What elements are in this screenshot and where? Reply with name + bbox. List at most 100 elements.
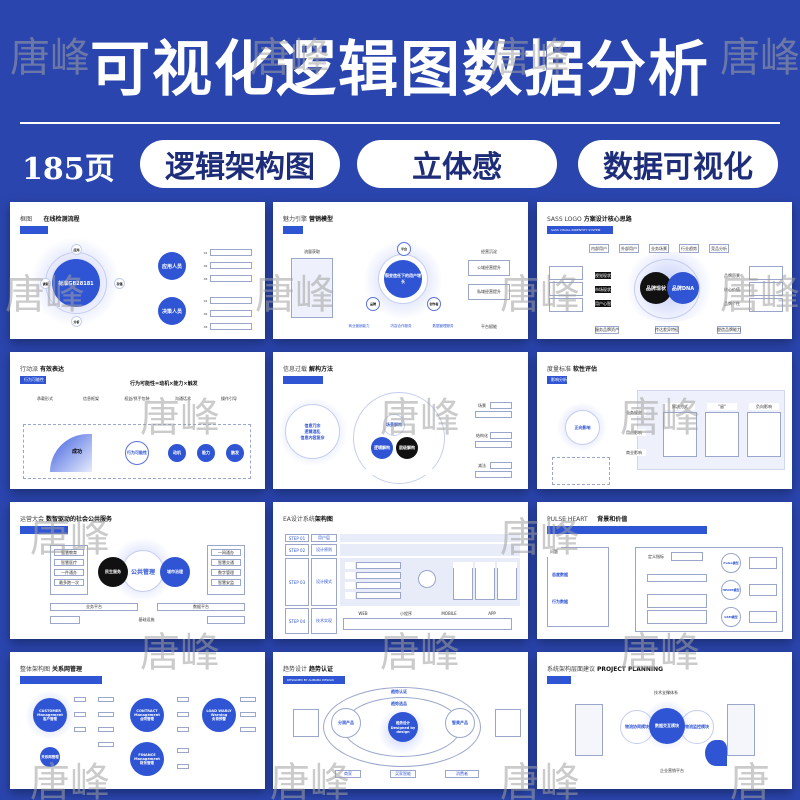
diagram-element: 场景	[475, 402, 489, 409]
diagram-element	[383, 397, 413, 403]
diagram-element: 内部用户	[589, 244, 609, 253]
diagram-element	[210, 310, 252, 317]
diagram-element	[210, 275, 252, 282]
diagram-element: 度量标准	[547, 366, 572, 373]
diagram-element	[747, 412, 781, 457]
diagram-element: 解构方法	[308, 366, 333, 373]
diagram-element	[647, 594, 707, 608]
diagram-element	[210, 297, 252, 304]
slide-preview-deconstruction[interactable]: 信息过载 解构方法 信息冗余逻辑混乱信息内容复杂 场景解构 逻辑解构 层级解构 …	[273, 352, 528, 489]
diagram-element	[98, 742, 114, 747]
slide-preview-detection-flow[interactable]: 框图 在线检测流程 标准GB28181 应用 读取 存储 分析 应用人员 决策人…	[10, 202, 265, 339]
node-app-users: 应用人员	[158, 252, 186, 280]
diagram-element	[177, 748, 189, 753]
diagram-element: 私域经营提升	[468, 284, 510, 300]
diagram-element	[749, 557, 777, 569]
diagram-element: STEP 04	[285, 608, 309, 634]
slide-preview-soft-evaluation[interactable]: 度量标准 软性评估 影响分析 正向影响 业务规则 用户影响 商业影响 解决方式 …	[537, 352, 792, 489]
diagram-element: APP	[472, 610, 512, 617]
diagram-element	[345, 572, 355, 579]
diagram-element: 权益/抓手包装	[115, 395, 159, 403]
diagram-element: 流量获取	[291, 248, 333, 256]
diagram-element	[210, 262, 252, 269]
diagram-element: 品牌现状	[640, 272, 672, 304]
diagram-element: 公域经营提升	[468, 260, 510, 276]
slide-preview-project-planning[interactable]: 系统架构层面建议 PROJECT PLANNING 技术支撑体系 物流协同模块 …	[537, 652, 792, 789]
diagram-element: 企业营销平台	[575, 766, 769, 775]
diagram-element: 沟通话术	[161, 395, 205, 403]
slide-preview-sass-logo[interactable]: SASS LOGO 方案设计核心思路 SASS VISUAL INDENTITY…	[537, 202, 792, 339]
diagram-element	[749, 584, 777, 596]
diagram-element: Pulse模型	[721, 553, 741, 573]
diagram-element	[475, 562, 495, 568]
diagram-element	[705, 412, 739, 457]
diagram-element: 视觉现状	[595, 272, 611, 279]
diagram-element	[490, 462, 512, 469]
diagram-element: 能力	[197, 444, 215, 462]
diagram-element: 品牌DNA	[667, 272, 699, 304]
diagram-element	[490, 402, 512, 409]
diagram-element	[240, 712, 256, 717]
diagram-element: 逻辑解构	[371, 437, 393, 459]
diagram-element	[549, 282, 583, 296]
slide-preview-public-service[interactable]: 运营大会 数智驱动的社会公共服务 智慧教育 智慧医疗 一件通办 最多跑一次 公共…	[10, 502, 265, 639]
diagram-element: 财务管理	[140, 760, 154, 765]
diagram-element	[240, 727, 256, 732]
fox-logo-icon	[705, 740, 727, 766]
diagram-element	[413, 469, 449, 475]
diagram-element: 架构图	[314, 516, 333, 523]
diagram-element: 02	[202, 310, 209, 317]
diagram-element: 定义指标	[642, 552, 670, 561]
diagram-element	[356, 582, 401, 589]
diagram-element: GSM模型	[721, 607, 741, 627]
diagram-element: 系统架构层面建议	[547, 666, 596, 673]
diagram-element: 一件通办	[54, 569, 84, 576]
diagram-element	[547, 547, 609, 627]
diagram-element: LOAD WARLY Warning	[206, 708, 232, 717]
diagram-element: 关系网管理	[51, 666, 82, 673]
diagram-element: STEP 02	[285, 544, 309, 556]
diagram-element: CUSTOMER Management	[37, 708, 63, 717]
slide-preview-effective-expression[interactable]: 行动派 有效表达 行为可能性 行为可能性=动机×能力×触发 承载形式 信息框架 …	[10, 352, 265, 489]
diagram-element: 03	[202, 323, 209, 330]
diagram-element: 行为数据	[552, 599, 568, 604]
diagram-element: 信息框架	[69, 395, 113, 403]
diagram-element: 逻辑混乱	[304, 428, 321, 434]
diagram-element: 有效表达	[39, 366, 64, 373]
diagram-element: 品牌	[366, 297, 380, 311]
diagram-element: 操作引导	[207, 395, 251, 403]
diagram-element: 智慧交通	[211, 559, 241, 566]
diagram-element: 民生服务	[98, 557, 128, 587]
diagram-element: 正向影响	[565, 410, 600, 445]
diagram-element: 整体架构图	[20, 666, 51, 673]
diagram-element: 设计原则	[311, 544, 337, 556]
diagram-element	[647, 574, 707, 582]
diagram-element: 触发	[226, 444, 244, 462]
diagram-element	[291, 258, 333, 318]
diagram-element: 技术实现	[311, 608, 337, 634]
slide-preview-pulse-heart[interactable]: PULSE HEART 背景和价值 问题 态度数据 行为数据 定义指标 Puls…	[537, 502, 792, 639]
slide-preview-ea-architecture[interactable]: EA设计系统架构图 STEP 01 STEP 02 STEP 03 STEP 0…	[273, 502, 528, 639]
slide-preview-marketing-model[interactable]: 魅力引擎 营销模型 流量获取 经营沉淀 公域经营提升 私域经营提升 裂变信任下的…	[273, 202, 528, 339]
diagram-element	[340, 544, 520, 556]
diagram-element: 经营沉淀	[468, 248, 510, 256]
diagram-element: 方案设计核心思路	[583, 216, 632, 223]
diagram-element: STEP 03	[285, 558, 309, 606]
diagram-element: 关系网管理	[40, 747, 60, 767]
node-decision-users: 决策人员	[158, 297, 186, 325]
diagram-element	[475, 441, 512, 448]
diagram-element	[552, 457, 610, 485]
slide-tag	[20, 226, 48, 234]
diagram-element: 业务场景	[649, 244, 669, 253]
diagram-element: 用户心智	[595, 300, 611, 307]
diagram-element: 行为可能性=动机×能力×触发	[130, 381, 198, 387]
diagram-element: 品牌愿景	[722, 272, 742, 279]
diagram-element: 商业营销能力	[339, 320, 379, 333]
diagram-element	[74, 697, 86, 702]
diagram-element: 内容合作服务	[381, 320, 421, 333]
diagram-element: 智慧医疗	[54, 559, 84, 566]
slide-preview-trend-certification[interactable]: 趋势设计 趋势认证 DESIGNED BY ALIBABA DESIGN 趋势认…	[273, 652, 528, 789]
diagram-element	[177, 712, 189, 717]
